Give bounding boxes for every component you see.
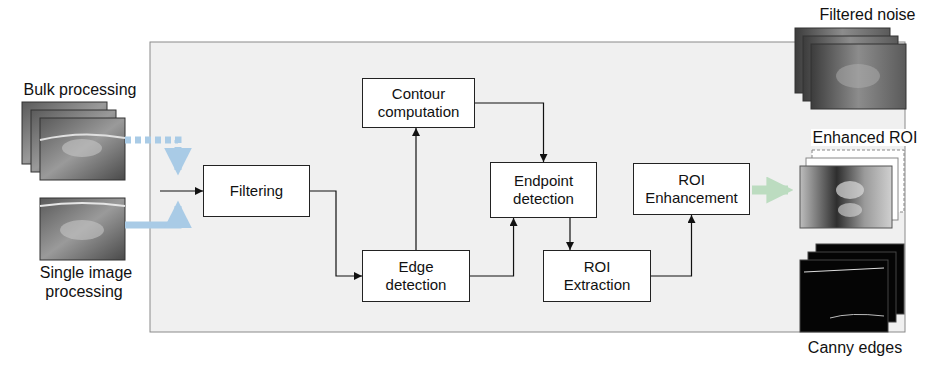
output-image-stack [795, 28, 906, 109]
box-label: Endpoint detection [499, 172, 588, 208]
flow-arrow [415, 128, 416, 250]
caption-label: Bulk processing [5, 80, 155, 99]
caption-text: Bulk processing [22, 81, 139, 98]
output-arrow [752, 186, 788, 195]
box-label: Filtering [230, 182, 283, 200]
process-box: Edge detection [362, 250, 470, 302]
box-label: Contour computation [371, 85, 466, 121]
input-arrow [125, 206, 178, 225]
flow-arrow [470, 218, 514, 276]
input-arrow [125, 140, 178, 170]
output-image-stack [800, 244, 904, 332]
process-box: ROI Enhancement [633, 163, 750, 215]
caption-text: Canny edges [806, 339, 904, 356]
caption-text: Enhanced ROI [811, 129, 920, 146]
process-panel [150, 42, 905, 332]
flow-arrow [310, 191, 362, 276]
box-label: Edge detection [371, 258, 461, 294]
input-arrow [160, 190, 203, 191]
box-label: ROI Enhancement [642, 171, 741, 207]
process-box: Contour computation [362, 78, 475, 128]
flow-arrow [569, 218, 570, 250]
process-box: Endpoint detection [490, 162, 597, 218]
flow-arrow [475, 103, 544, 162]
caption-label: Enhanced ROI [790, 128, 940, 147]
flow-arrow [651, 215, 692, 276]
input-image [40, 198, 125, 260]
input-image-stack [22, 102, 125, 180]
caption-label: Filtered noise [800, 5, 935, 24]
caption-text: Filtered noise [817, 6, 917, 23]
box-label: ROI Extraction [552, 258, 642, 294]
output-image-stack [800, 150, 904, 228]
process-box: ROI Extraction [543, 250, 651, 302]
caption-label: Canny edges [790, 338, 920, 357]
caption-text: Single image processing [38, 264, 133, 300]
process-box: Filtering [203, 165, 310, 217]
caption-label: Single image processing [10, 263, 160, 301]
